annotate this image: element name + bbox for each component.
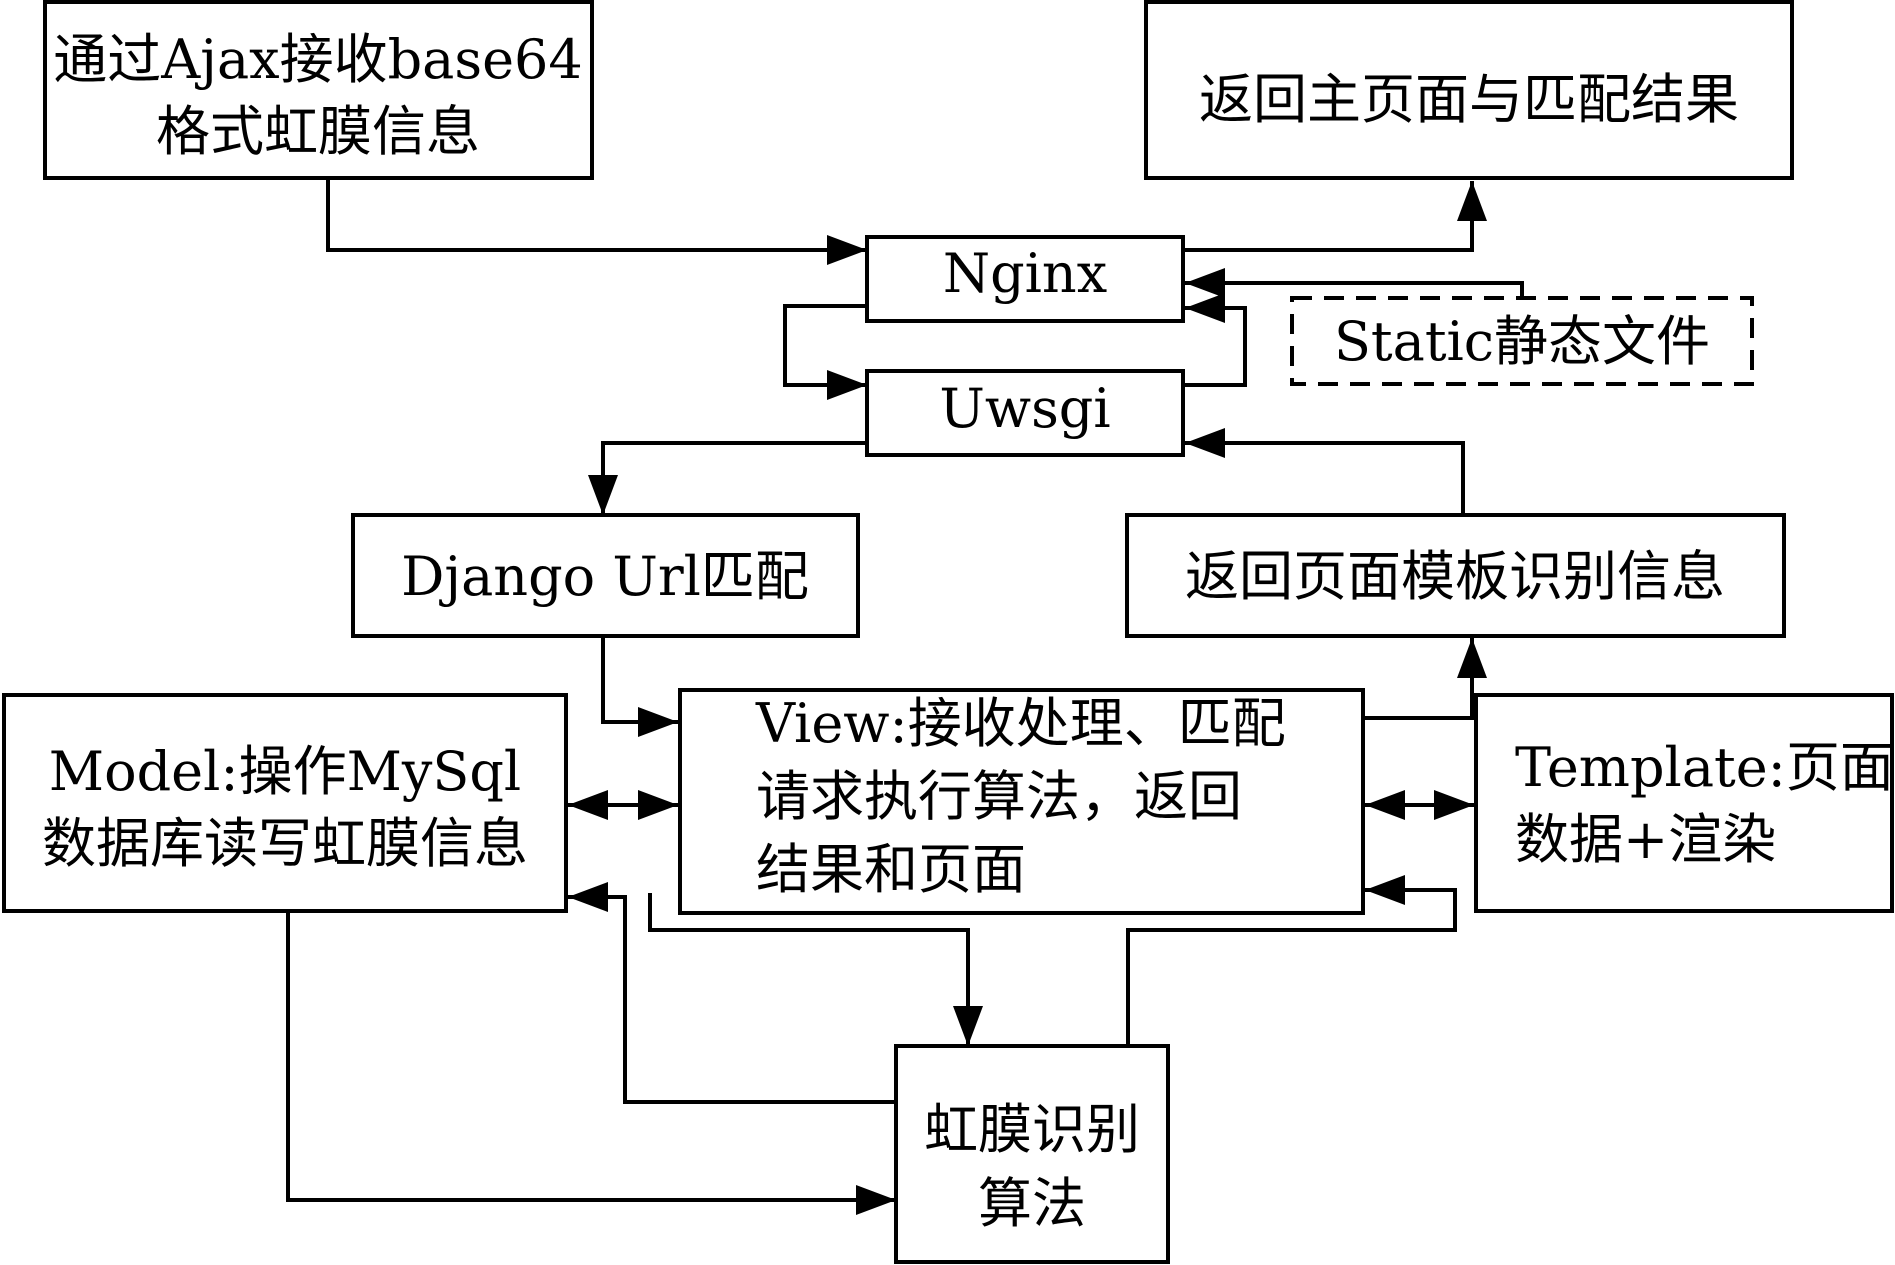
node-static: Static静态文件 [1290, 296, 1754, 386]
connectors [286, 180, 1524, 1215]
node-uwsgi: Uwsgi [865, 369, 1185, 457]
node-iris-line2: 算法 [978, 1172, 1086, 1235]
node-return-main-label: 返回主页面与匹配结果 [1199, 68, 1739, 131]
arrow-iris-to-view [1126, 875, 1457, 1046]
arrow-iris-to-model [568, 882, 896, 1104]
node-iris-algorithm: 虹膜识别 算法 [894, 1044, 1170, 1264]
arrow-ajax-to-nginx [326, 180, 867, 265]
arrow-nginx-to-uwsgi [783, 304, 867, 400]
node-uwsgi-label: Uwsgi [939, 377, 1110, 440]
node-template-line1: Template:页面 [1515, 736, 1894, 799]
node-template-line2: 数据+渲染 [1515, 808, 1776, 871]
arrow-view-to-iris [648, 893, 983, 1046]
node-ajax: 通过Ajax接收base64 格式虹膜信息 [43, 0, 594, 180]
node-static-label: Static静态文件 [1334, 310, 1710, 373]
arrow-static-to-nginx [1185, 268, 1524, 298]
node-view-line3: 结果和页面 [756, 838, 1026, 901]
node-template: Template:页面 数据+渲染 [1474, 693, 1894, 913]
node-return-template: 返回页面模板识别信息 [1125, 513, 1786, 638]
node-model: Model:操作MySql 数据库读写虹膜信息 [2, 693, 568, 913]
node-model-line1: Model:操作MySql [49, 740, 521, 803]
node-view-line2: 请求执行算法，返回 [756, 765, 1242, 828]
arrow-uwsgi-to-nginx [1183, 293, 1247, 387]
arrow-django-to-view [601, 636, 678, 737]
node-model-line2: 数据库读写虹膜信息 [42, 812, 528, 875]
node-django-url-label: Django Url匹配 [401, 545, 809, 608]
arrow-return-template-to-uwsgi [1185, 428, 1465, 515]
arrow-nginx-to-return-main [1183, 181, 1487, 252]
node-return-main: 返回主页面与匹配结果 [1144, 0, 1794, 180]
arrow-uwsgi-to-django [588, 441, 867, 515]
node-return-template-label: 返回页面模板识别信息 [1185, 545, 1725, 608]
arrow-view-to-return-template [1363, 638, 1487, 720]
node-ajax-line2: 格式虹膜信息 [156, 100, 480, 163]
node-view-line1: View:接收处理、匹配 [755, 692, 1286, 755]
node-ajax-line1: 通过Ajax接收base64 [53, 28, 583, 91]
node-nginx: Nginx [865, 235, 1185, 323]
node-django-url: Django Url匹配 [351, 513, 860, 638]
node-nginx-label: Nginx [943, 242, 1107, 305]
node-view: View:接收处理、匹配 请求执行算法，返回 结果和页面 [678, 688, 1365, 915]
node-iris-line1: 虹膜识别 [924, 1098, 1140, 1161]
arrow-model-to-iris [286, 911, 896, 1215]
